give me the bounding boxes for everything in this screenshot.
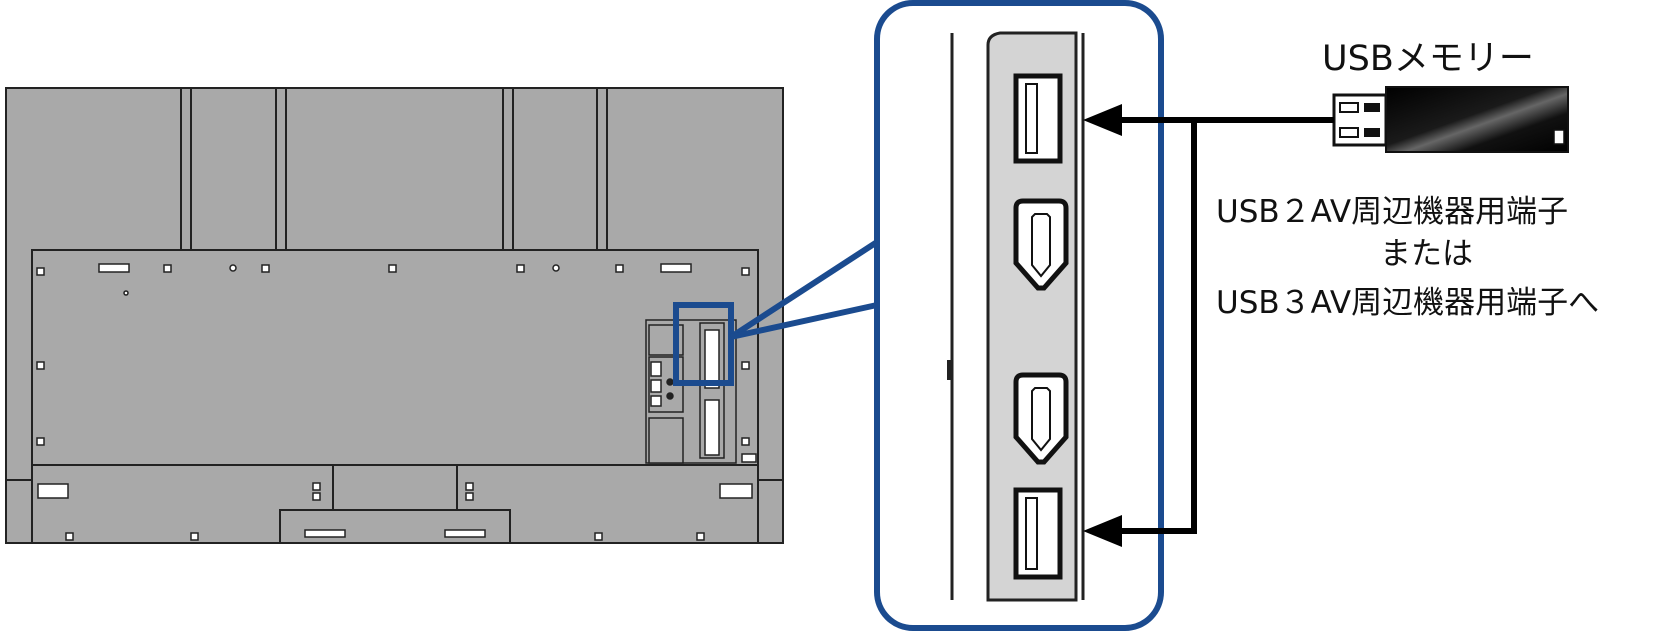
usb-memory-label: USBメモリー: [1322, 39, 1534, 79]
hdmi-port-icon: [1013, 372, 1069, 465]
connection-label-line2: または: [1380, 236, 1473, 272]
tv-vent-right: [719, 483, 753, 499]
usb-port-icon: [1013, 487, 1063, 580]
connection-label-line1: USB２AV周辺機器用端子: [1216, 194, 1568, 230]
arrow-icon: [1083, 104, 1122, 136]
tv-top-ribs: [180, 88, 608, 250]
zoomed-port-panel: [874, 0, 1164, 631]
usb-memory-icon: [1332, 86, 1569, 153]
callout-connector: [729, 239, 879, 340]
tv-rear-view: [5, 87, 784, 544]
tv-terminal-area: [645, 319, 757, 464]
connection-lines: [1108, 117, 1334, 534]
connection-label-line3: USB３AV周辺機器用端子へ: [1216, 285, 1599, 321]
tv-side-bracket-left: [5, 479, 33, 544]
panel-face: [986, 31, 1078, 602]
tv-stand-foot-left: [304, 529, 346, 538]
tv-hinge-clips: [98, 263, 692, 273]
tv-stand-foot-right: [444, 529, 486, 538]
tv-mounting-holes: [36, 264, 750, 541]
hdmi-port-icon: [1013, 198, 1069, 291]
tv-vent-left: [37, 483, 69, 499]
tv-rear-panel: [31, 249, 759, 466]
tv-side-bracket-right: [757, 479, 784, 544]
tv-stand-base: [279, 509, 511, 544]
tv-usb-highlight-box: [673, 302, 734, 386]
arrow-icon: [1083, 515, 1122, 547]
usb-port-icon: [1013, 73, 1063, 164]
tv-small-circles: [123, 264, 560, 296]
tv-bottom-center-block: [332, 464, 458, 511]
